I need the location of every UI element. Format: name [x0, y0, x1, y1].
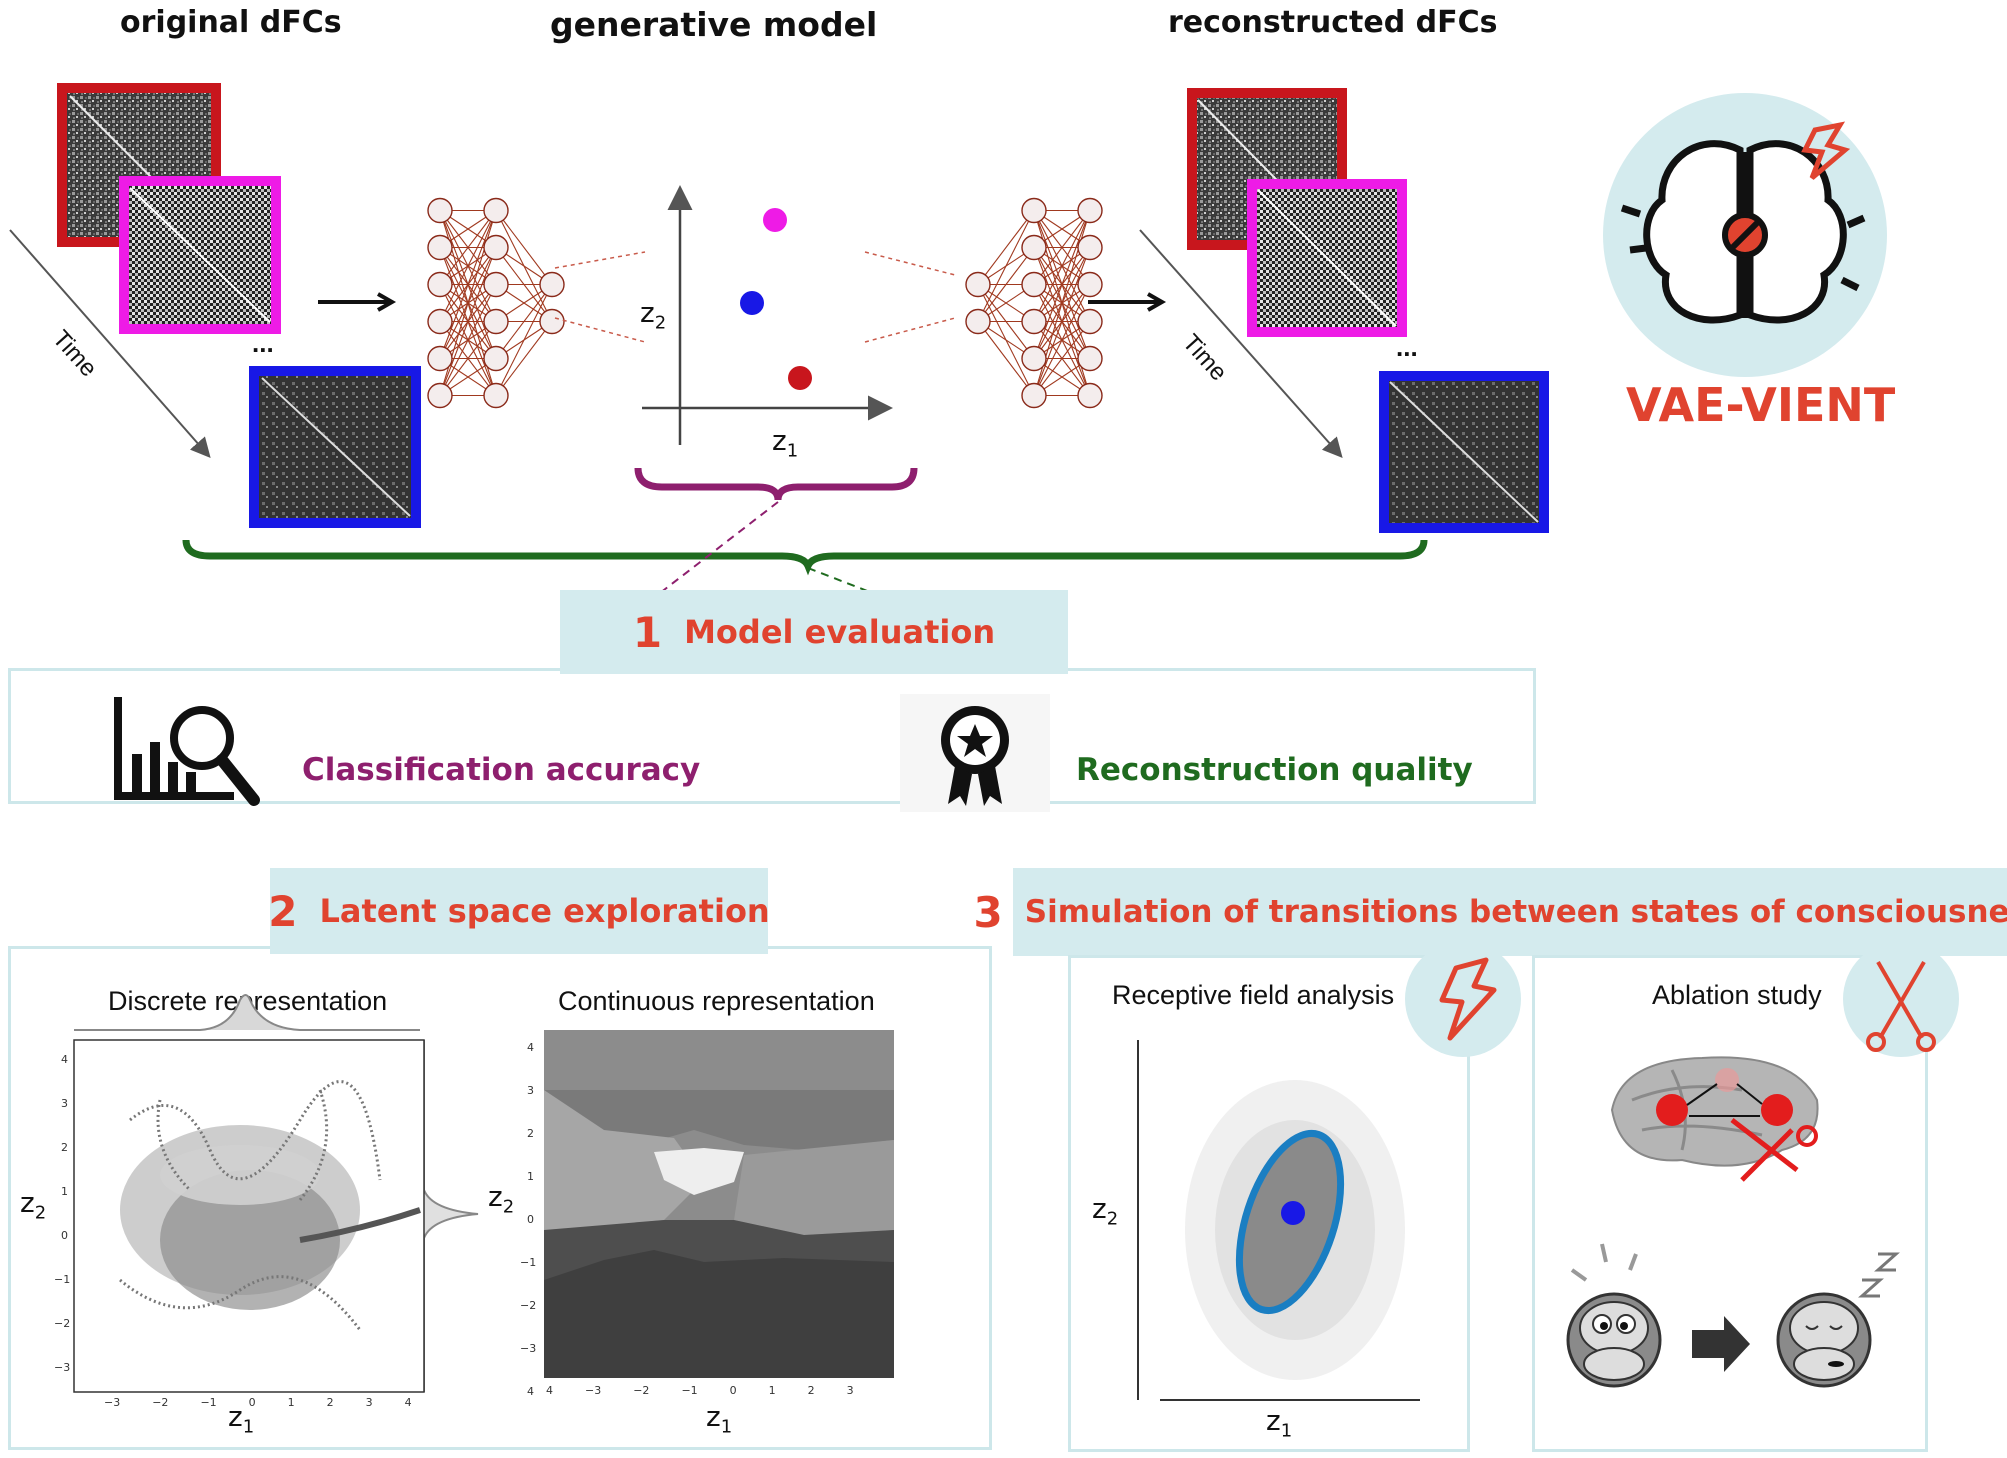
- discrete-axis-z1: z1: [228, 1400, 255, 1438]
- awake-to-sleep-monkeys: [1566, 1243, 1900, 1388]
- section-number: 1: [632, 607, 663, 657]
- network-node: [427, 197, 453, 224]
- award-badge-icon: [900, 694, 1050, 812]
- top-diagram: [9, 83, 1549, 741]
- receptive-axis-z1: z1: [1266, 1404, 1293, 1442]
- simulation-title: 3 Simulation of transitions between stat…: [974, 868, 2007, 956]
- continuous-axis-z1: z1: [706, 1400, 733, 1438]
- network-node: [1021, 197, 1047, 224]
- header-generative-model: generative model: [550, 5, 878, 44]
- latent-point-blue: [740, 291, 764, 315]
- scissors-icon: [1843, 941, 1959, 1057]
- discrete-representation-title: Discrete representation: [108, 986, 388, 1016]
- network-node: [1077, 308, 1103, 335]
- network-node: [1021, 382, 1047, 409]
- network-node: [1021, 234, 1047, 261]
- network-node: [1021, 345, 1047, 372]
- network-node: [427, 308, 453, 335]
- classification-accuracy-label: Classification accuracy: [302, 752, 701, 788]
- network-node: [427, 382, 453, 409]
- continuous-representation-title: Continuous representation: [558, 986, 875, 1016]
- latent-point-red: [788, 366, 812, 390]
- network-node: [1021, 271, 1047, 298]
- receptive-field-plot: [1137, 1040, 1420, 1401]
- lightning-icon: [1405, 941, 1521, 1057]
- full-brace: [182, 539, 1428, 576]
- network-node: [1077, 345, 1103, 372]
- network-node: [483, 197, 509, 224]
- network-node: [539, 271, 565, 298]
- header-original-dfcs: original dFCs: [120, 5, 342, 40]
- time-arrow-right: [1139, 229, 1343, 458]
- section-title: Model evaluation: [684, 613, 996, 651]
- network-node: [1077, 271, 1103, 298]
- ellipsis-right: ...: [1396, 332, 1418, 362]
- network-node: [483, 308, 509, 335]
- latent-brace: [634, 467, 918, 501]
- latent-plot: [554, 185, 956, 445]
- continuous-representation-plot: [544, 1030, 894, 1378]
- purple-dashed-arrow: [472, 501, 779, 738]
- network-node: [1077, 234, 1103, 261]
- latent-axis-z1: z1: [772, 424, 799, 462]
- original-dfc-matrices: [9, 83, 421, 528]
- latent-point-magenta: [763, 208, 787, 232]
- decoder-output-arrow: [1088, 292, 1167, 312]
- encoder-input-arrow: [318, 292, 397, 312]
- reconstruction-quality-label: Reconstruction quality: [1076, 752, 1473, 788]
- network-node: [427, 271, 453, 298]
- continuous-axis-z2: z2: [488, 1180, 515, 1218]
- network-node: [1021, 308, 1047, 335]
- latent-space-title: 2 Latent space exploration: [268, 868, 770, 954]
- discrete-axis-z2: z2: [20, 1186, 47, 1224]
- reconstructed-dfc-matrices: [1139, 88, 1549, 533]
- model-evaluation-panel: [8, 668, 1536, 804]
- ellipsis-left: ...: [252, 328, 274, 358]
- decoder-network: [965, 197, 1103, 409]
- monkey-brain-ablation: [1610, 1056, 1819, 1182]
- network-node: [1077, 197, 1103, 224]
- time-arrow-left: [9, 229, 211, 459]
- network-node: [427, 234, 453, 261]
- network-node: [483, 382, 509, 409]
- model-evaluation-title: 1 Model evaluation: [560, 590, 1068, 674]
- network-node: [427, 345, 453, 372]
- encoder-network: [427, 197, 565, 409]
- network-node: [965, 308, 991, 335]
- header-reconstructed-dfcs: reconstructed dFCs: [1168, 5, 1498, 40]
- network-node: [539, 308, 565, 335]
- receptive-field-title: Receptive field analysis: [1112, 980, 1395, 1010]
- network-node: [1077, 382, 1103, 409]
- network-node: [483, 234, 509, 261]
- network-node: [965, 271, 991, 298]
- network-node: [483, 345, 509, 372]
- latent-axis-z2: z2: [640, 296, 667, 334]
- brand-name: VAE-VIENT: [1626, 378, 1896, 432]
- ablation-title: Ablation study: [1652, 980, 1822, 1010]
- chart-magnifier-icon: [114, 697, 260, 806]
- brain-logo: [1603, 93, 1887, 377]
- network-node: [483, 271, 509, 298]
- receptive-axis-z2: z2: [1092, 1192, 1119, 1230]
